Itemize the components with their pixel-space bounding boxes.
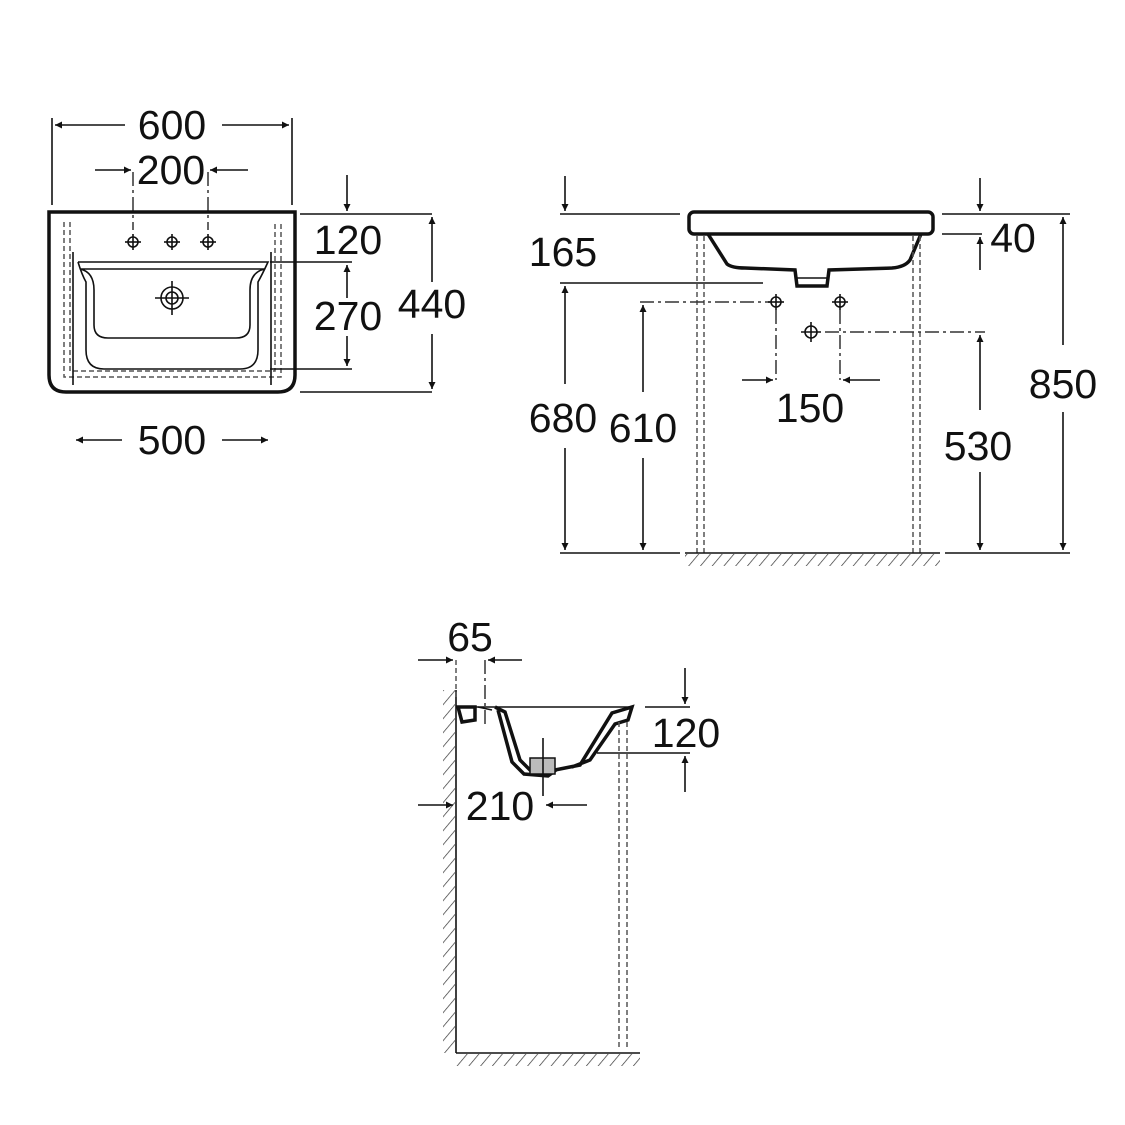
dim-rim-height: 850: [1029, 361, 1097, 407]
dim-side-bowl-depth: 120: [652, 710, 720, 756]
dim-tap-from-back: 120: [314, 217, 382, 263]
basin-bowl: [706, 233, 923, 288]
floor-hatch: [456, 1054, 640, 1066]
dim-bowl-width: 500: [138, 417, 206, 463]
dim-wall-to-waste: 210: [466, 783, 534, 829]
top-view: 600 200 120 270: [47, 102, 466, 463]
dim-tap-spacing: 200: [137, 147, 205, 193]
drain-icon: [155, 281, 189, 315]
dim-overall-width: 600: [138, 102, 206, 148]
dim-supply-spacing: 150: [776, 385, 844, 431]
floor-hatch: [685, 554, 940, 566]
supply-point-icon: [768, 294, 848, 342]
dim-outlet-height: 530: [944, 423, 1012, 469]
front-view: 165 680 610 150 530 40: [529, 176, 1097, 566]
basin-rim: [687, 210, 935, 236]
dim-overall-depth: 440: [398, 281, 466, 327]
dim-bowl-depth: 270: [314, 293, 382, 339]
dim-waste-height: 680: [529, 395, 597, 441]
side-view: 65 120 210: [418, 614, 720, 1066]
basin-outline: [47, 210, 297, 394]
tap-hole-icon: [125, 234, 216, 250]
wall-hatch: [443, 690, 455, 1053]
dim-wall-to-tap: 65: [447, 614, 493, 660]
dim-rim-to-waste: 165: [529, 229, 597, 275]
dim-rim-thickness: 40: [990, 215, 1036, 261]
bowl-outline: [79, 268, 266, 339]
dim-tap-supply-height: 610: [609, 405, 677, 451]
